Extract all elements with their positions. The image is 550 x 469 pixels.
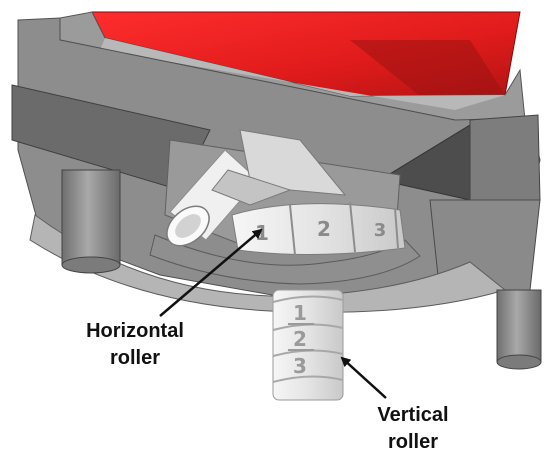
vertical-roller: 1 2 3 xyxy=(272,289,344,401)
shutter-plate-side xyxy=(211,169,292,206)
vertical-roller-body xyxy=(272,289,344,401)
horizontal-roller-digit-3: 3 xyxy=(374,220,387,241)
horizontal-roller-arrow xyxy=(159,228,263,317)
hopper-red-shadow xyxy=(350,40,505,96)
vertical-roller-arrow xyxy=(340,356,387,399)
roller-segment-line xyxy=(349,201,356,253)
roller-segment-line xyxy=(394,207,399,249)
horizontal-roller-digit-2: 2 xyxy=(317,217,331,241)
right-leg-foot xyxy=(496,354,542,370)
vertical-roller-digit-2: 2 xyxy=(293,327,307,351)
vertical-roller-digit-3: 3 xyxy=(293,354,307,378)
left-leg xyxy=(61,169,121,266)
vertical-roller-flute xyxy=(272,375,344,383)
roller-segment-line xyxy=(289,204,296,256)
horizontal-roller-drum xyxy=(231,203,406,256)
frame-right-block xyxy=(469,114,541,201)
left-leg-foot xyxy=(61,256,121,274)
shutter-plate xyxy=(239,129,347,196)
vertical-roller-flute xyxy=(272,295,344,303)
hopper xyxy=(59,11,526,121)
frame-curved-band xyxy=(149,234,421,285)
right-leg xyxy=(496,289,542,363)
vertical-roller-label: Vertical roller xyxy=(377,404,449,453)
outlet-tube-inner xyxy=(175,214,201,238)
support-legs xyxy=(61,169,542,370)
horizontal-roller: 1 2 3 xyxy=(166,129,406,256)
hopper-rim-highlight xyxy=(100,38,505,110)
horizontal-roller-label: Horizontal roller xyxy=(86,320,184,369)
vertical-roller-digit-1: 1 xyxy=(293,301,307,325)
